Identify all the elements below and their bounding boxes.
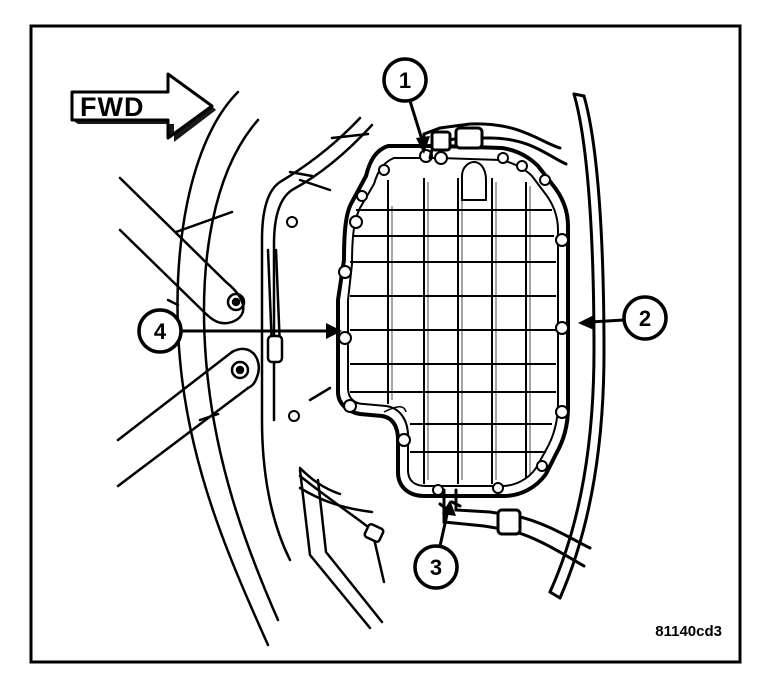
frame-rail: [548, 92, 606, 600]
callout-2: 2: [578, 295, 668, 341]
forward-label: FWD: [80, 92, 144, 122]
figure-id: 81140cd3: [655, 623, 722, 640]
callout-1: 1: [382, 57, 430, 154]
callout-3-label: 3: [430, 555, 442, 580]
callout-4: 4: [137, 308, 342, 354]
sensor-wire: [298, 474, 386, 584]
forward-direction-arrow: FWD: [70, 72, 216, 142]
callout-1-label: 1: [399, 68, 411, 93]
suspension-links: [116, 176, 284, 488]
oil-pan-bolts: [286, 149, 569, 496]
callout-2-label: 2: [639, 306, 651, 331]
vehicle-body-structure: [166, 90, 384, 647]
callout-3: 3: [413, 500, 459, 590]
callout-4-label: 4: [154, 319, 167, 344]
transmission-oil-pan: [286, 144, 570, 498]
oil-pan-ribs: [350, 178, 556, 484]
